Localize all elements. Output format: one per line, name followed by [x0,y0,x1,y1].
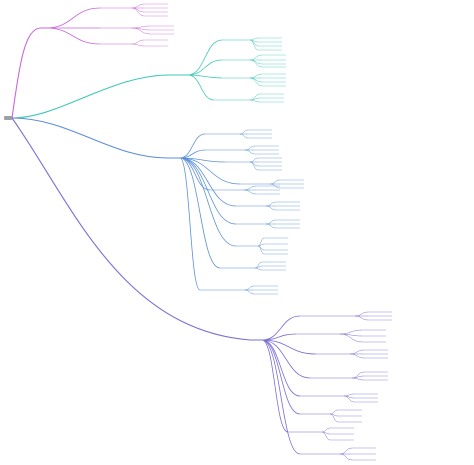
branch-2-group-edge [187,74,215,101]
branch-3-main-edge [11,117,169,159]
branch-4-group-edge [261,315,301,341]
branch-4-leaf-edge [329,409,339,415]
branch-3-leaf-edge [244,149,256,155]
branch-3-group-edge [179,157,237,247]
branch-3-group-edge [179,157,237,225]
branch-2-leaf-edge [249,54,263,61]
branch-4-leaf-edge [343,393,355,397]
branch-1-leaf-edge [131,3,145,9]
branch-3-leaf-edge [265,201,277,207]
branch-2-leaf-edge [249,77,263,87]
branch-3-group-edge [179,157,241,185]
branch-3-leaf-edge [257,245,265,255]
branch-4-leaf-edge [354,311,369,317]
branch-3-group-edge [179,157,201,291]
branch-4-leaf-edge [354,315,369,321]
branch-3-leaf-edge [254,267,263,271]
branch-2-leaf-edge [249,59,263,68]
branch-3-group-edge [179,157,221,269]
branch-2-group-edge [187,74,223,79]
branch-4-group-edge [261,339,301,415]
branch-4-group-edge [261,339,301,455]
branch-3-leaf-edge [243,189,257,195]
branch-3-leaf-edge [244,285,255,291]
branch-2-group-edge [187,39,223,76]
branch-2-main-edge [11,74,171,119]
branch-4-leaf-edge [321,431,331,441]
branch-4-group-edge [261,339,301,397]
branch-4-leaf-edge [349,349,365,355]
branch-4-group-edge [261,339,311,379]
branch-4-leaf-edge [339,447,353,455]
branch-4-leaf-edge [349,353,365,359]
branch-4-leaf-edge [351,377,365,381]
branch-2-leaf-edge [249,99,261,103]
branch-3-leaf-edge [244,145,256,151]
branch-3-leaf-edge [254,265,263,269]
branch-4-leaf-edge [339,453,353,461]
branch-1-group-edge [45,7,101,29]
branch-3-leaf-edge [269,179,281,185]
branch-1-group-edge [45,27,101,45]
branch-1-leaf-edge [131,43,145,47]
branch-1-leaf-edge [131,27,151,35]
branch-1-leaf-edge [131,39,145,45]
branch-3-leaf-edge [239,133,249,139]
branch-2-leaf-edge [249,73,263,79]
branch-4-leaf-edge [339,329,363,335]
branch-3-leaf-edge [244,289,255,295]
branch-4-leaf-edge [329,413,339,423]
branch-3-leaf-edge [249,157,259,163]
branch-4-group-edge [261,339,317,355]
branch-3-leaf-edge [265,223,277,229]
branch-2-group-edge [187,59,223,76]
branch-3-group-edge [179,133,206,159]
branch-4-group-edge [261,339,289,433]
branch-3-leaf-edge [265,205,277,211]
branch-4-main-edge [11,117,251,341]
branch-1-leaf-edge [131,25,151,29]
branch-1-main-edge [11,27,41,119]
branch-3-leaf-edge [265,219,277,225]
root-node[interactable] [4,116,12,120]
branch-4-leaf-edge [339,333,363,343]
branch-2-leaf-edge [249,97,261,101]
branch-2-leaf-edge [249,37,259,41]
branch-3-leaf-edge [249,161,259,171]
branch-3-leaf-edge [243,185,257,191]
branch-4-leaf-edge [351,375,365,379]
branch-4-leaf-edge [343,395,355,403]
branch-2-leaf-edge [249,39,259,51]
branch-3-leaf-edge [257,243,265,247]
branch-1-leaf-edge [131,7,145,17]
branch-4-leaf-edge [321,427,331,433]
branch-3-leaf-edge [239,129,249,135]
